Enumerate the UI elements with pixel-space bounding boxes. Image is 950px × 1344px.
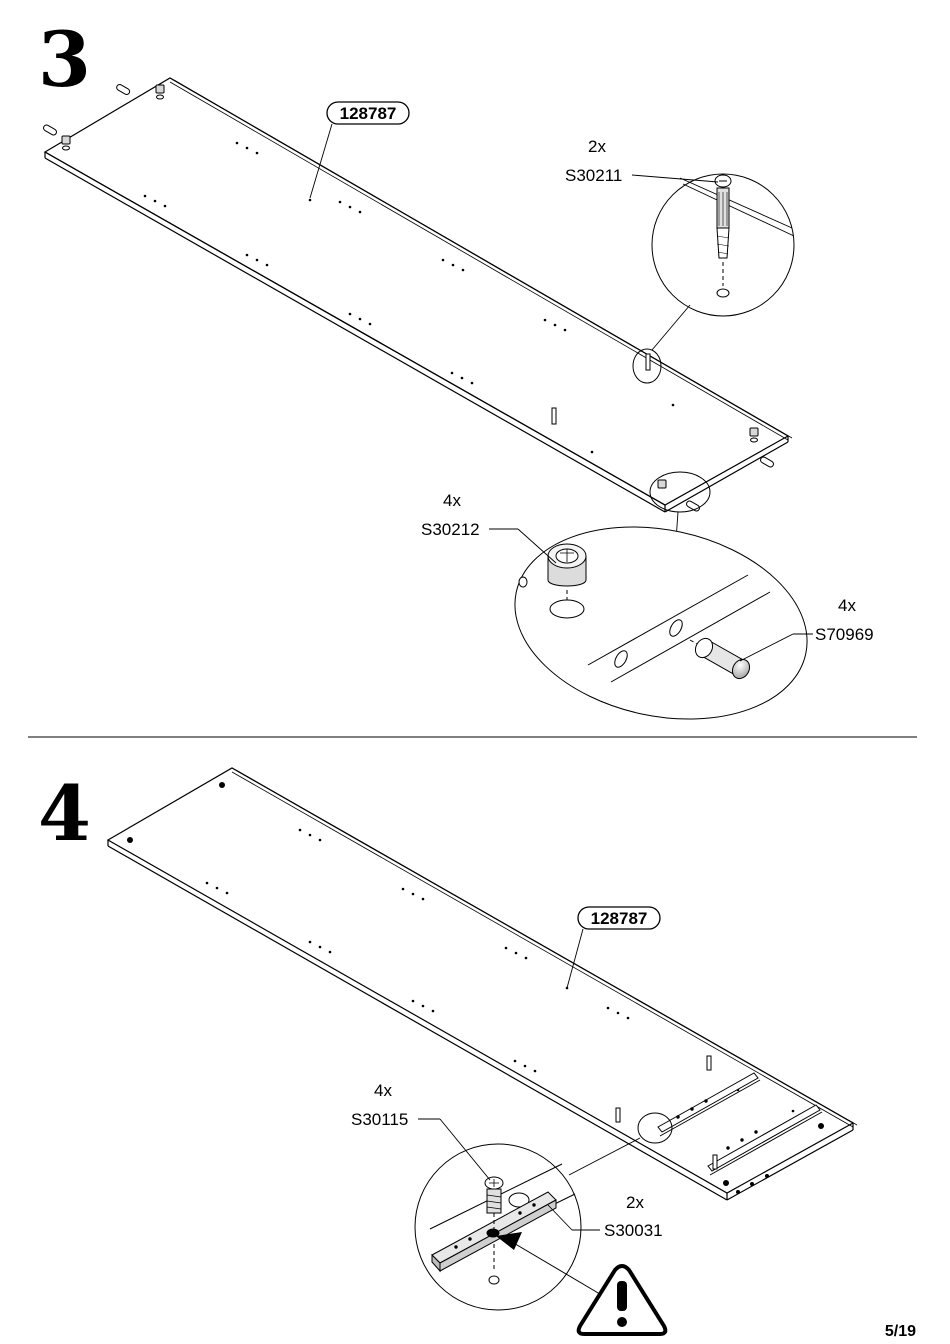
step-3-screw-icons xyxy=(551,353,651,425)
s30115-code: S30115 xyxy=(351,1110,408,1129)
step-4-part-label: 128787 xyxy=(566,906,661,989)
step-3-detail-s30211: 2x S30211 xyxy=(565,137,795,384)
step-3-detail-s30212-s70969: 4x S30212 4x S70969 xyxy=(421,471,874,720)
s30211-quantity: 2x xyxy=(588,137,606,156)
s30115-quantity: 4x xyxy=(374,1081,392,1100)
s30212-code: S30212 xyxy=(421,520,480,539)
s70969-quantity: 4x xyxy=(838,596,856,615)
step-3-cam-lock-icons xyxy=(61,84,759,489)
step-3-part-label: 128787 xyxy=(309,101,410,199)
s30212-quantity: 4x xyxy=(443,491,461,510)
s70969-code: S70969 xyxy=(815,625,874,644)
step-4-panel-holes xyxy=(127,782,824,1186)
s30031-quantity: 2x xyxy=(626,1193,644,1212)
step-4-part-number: 128787 xyxy=(591,909,648,928)
step-3: 3 xyxy=(38,15,874,720)
step-3-panel xyxy=(43,77,793,513)
s30211-screw-icon xyxy=(714,174,732,298)
step-4-detail-s30115-s30031: 4x S30115 2x S30031 xyxy=(351,1081,673,1311)
step-3-part-number: 128787 xyxy=(340,104,397,123)
page-number: 5/19 xyxy=(885,1323,916,1340)
step-4: 4 xyxy=(38,767,858,1336)
s30211-code: S30211 xyxy=(565,166,622,185)
s30115-screw-icon xyxy=(484,1176,504,1285)
step-4-number: 4 xyxy=(38,769,91,858)
step-4-runner-icons xyxy=(615,1055,823,1194)
s70969-dowel-icon xyxy=(694,637,751,680)
s30212-cam-lock-icon xyxy=(547,543,587,619)
arrow-icon xyxy=(496,1232,611,1301)
s30031-code: S30031 xyxy=(604,1221,663,1240)
step-3-number: 3 xyxy=(38,15,91,104)
step-4-panel xyxy=(106,767,858,1201)
warning-triangle-icon xyxy=(576,1264,668,1336)
step-3-panel-holes xyxy=(143,141,675,454)
